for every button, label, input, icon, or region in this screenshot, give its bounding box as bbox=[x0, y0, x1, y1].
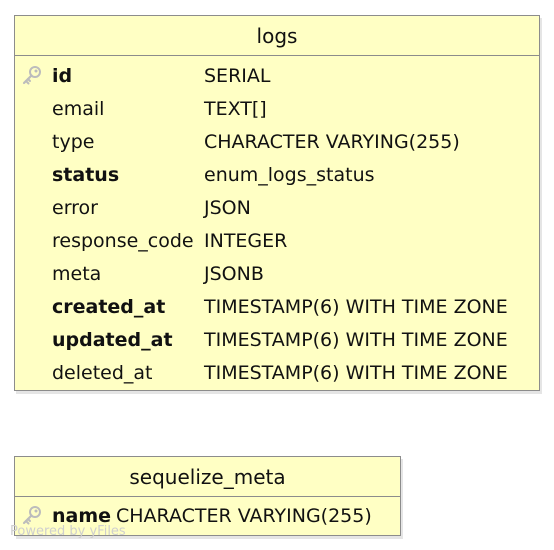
column-list: name CHARACTER VARYING(255) bbox=[15, 497, 400, 532]
entity-title-text: sequelize_meta bbox=[129, 464, 286, 489]
key-icon bbox=[22, 506, 41, 525]
column-name: email bbox=[52, 97, 105, 120]
column-name: status bbox=[52, 163, 120, 186]
column-name: response_code bbox=[52, 229, 194, 252]
key-icon bbox=[22, 66, 41, 85]
column-name: deleted_at bbox=[52, 361, 153, 384]
column-name: name bbox=[52, 504, 112, 527]
column-list: id SERIAL email TEXT[] type CHARACTER VA… bbox=[15, 56, 539, 389]
entity-logs[interactable]: logs id SERIAL email TEXT[] type CHARACT… bbox=[14, 15, 540, 391]
entity-sequelize-meta[interactable]: sequelize_meta name CHARACTER VARYING(25… bbox=[14, 456, 401, 536]
column-row[interactable]: updated_at TIMESTAMP(6) WITH TIME ZONE bbox=[15, 323, 539, 356]
column-row[interactable]: meta JSONB bbox=[15, 257, 539, 290]
column-type: JSONB bbox=[204, 262, 264, 285]
column-type: TIMESTAMP(6) WITH TIME ZONE bbox=[204, 328, 508, 351]
entity-title: logs bbox=[15, 16, 539, 56]
column-name: created_at bbox=[52, 295, 166, 318]
entity-title: sequelize_meta bbox=[15, 457, 400, 497]
column-row[interactable]: id SERIAL bbox=[15, 59, 539, 92]
column-type: INTEGER bbox=[204, 229, 288, 252]
column-name: id bbox=[52, 64, 73, 87]
column-row[interactable]: name CHARACTER VARYING(255) bbox=[15, 499, 400, 532]
column-row[interactable]: type CHARACTER VARYING(255) bbox=[15, 125, 539, 158]
column-row[interactable]: status enum_logs_status bbox=[15, 158, 539, 191]
column-type: CHARACTER VARYING(255) bbox=[204, 130, 460, 153]
column-type: TIMESTAMP(6) WITH TIME ZONE bbox=[204, 295, 508, 318]
column-type: enum_logs_status bbox=[204, 163, 375, 186]
column-row[interactable]: error JSON bbox=[15, 191, 539, 224]
column-name: type bbox=[52, 130, 95, 153]
column-row[interactable]: created_at TIMESTAMP(6) WITH TIME ZONE bbox=[15, 290, 539, 323]
column-row[interactable]: email TEXT[] bbox=[15, 92, 539, 125]
column-row[interactable]: response_code INTEGER bbox=[15, 224, 539, 257]
column-name: error bbox=[52, 196, 98, 219]
entity-title-text: logs bbox=[256, 23, 298, 48]
column-type: CHARACTER VARYING(255) bbox=[116, 504, 372, 527]
column-type: SERIAL bbox=[204, 64, 271, 87]
column-name: meta bbox=[52, 262, 102, 285]
column-type: JSON bbox=[204, 196, 251, 219]
column-type: TEXT[] bbox=[204, 97, 267, 120]
column-row[interactable]: deleted_at TIMESTAMP(6) WITH TIME ZONE bbox=[15, 356, 539, 389]
column-name: updated_at bbox=[52, 328, 173, 351]
column-type: TIMESTAMP(6) WITH TIME ZONE bbox=[204, 361, 508, 384]
watermark: Powered by yFiles bbox=[10, 524, 126, 539]
